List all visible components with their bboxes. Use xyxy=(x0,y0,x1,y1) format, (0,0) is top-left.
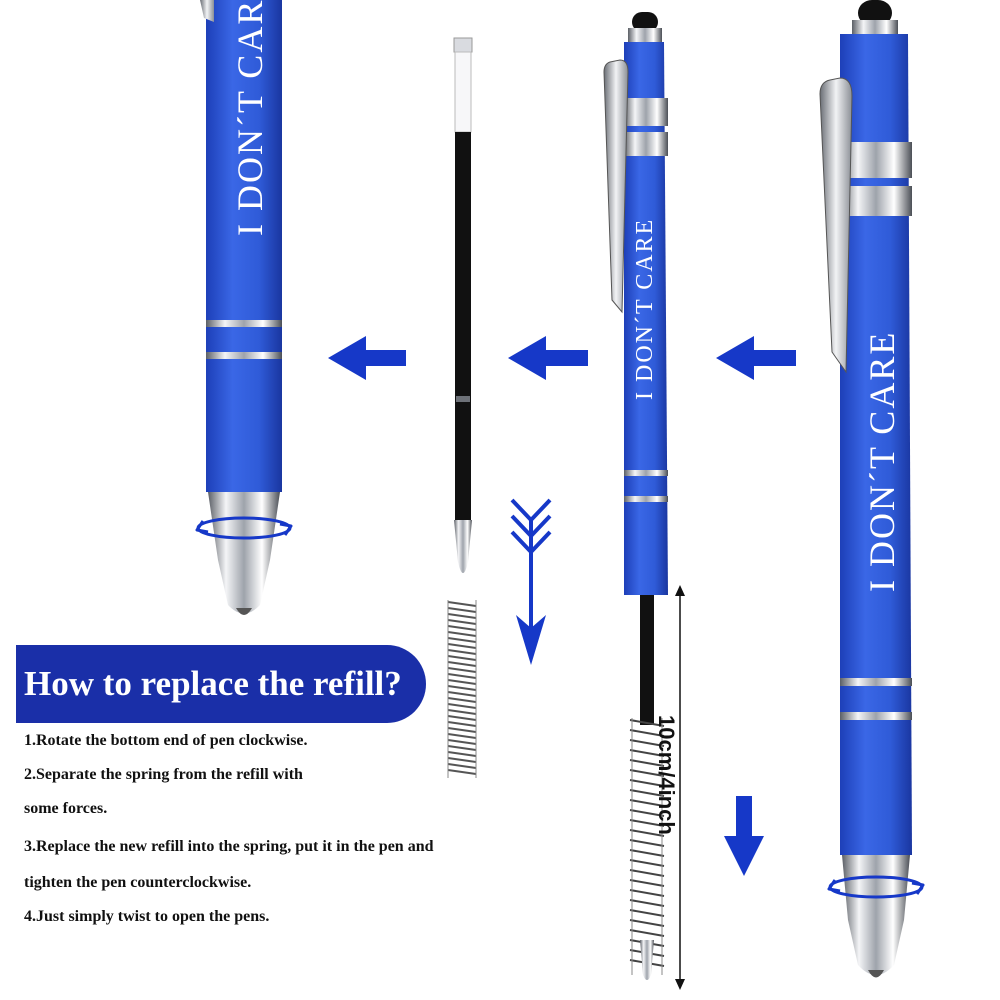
pen-bottom-section xyxy=(195,0,293,615)
stylus-tip xyxy=(632,12,658,32)
pen-ring xyxy=(840,678,912,686)
pen-ring xyxy=(206,352,282,359)
pen-engraving: I DON´T CARE xyxy=(862,331,902,592)
pen-tip xyxy=(842,855,910,975)
spring-icon xyxy=(447,600,477,778)
stylus-tip xyxy=(858,0,892,26)
pen-tip xyxy=(208,492,280,614)
pen-ring xyxy=(840,712,912,720)
instructions-banner: How to replace the refill? xyxy=(16,645,426,723)
arrow-left-icon xyxy=(716,336,796,380)
rotate-icon xyxy=(827,875,925,899)
measurement-line xyxy=(675,585,685,990)
pen-right xyxy=(819,0,925,978)
step-text: 2.Separate the spring from the refill wi… xyxy=(24,766,303,783)
arrow-down-icon xyxy=(724,796,764,876)
rotate-icon xyxy=(195,516,293,540)
pen-clip xyxy=(603,59,629,314)
pen-engraving: I DON´T CARE xyxy=(230,0,270,236)
step-text: 4.Just simply twist to open the pens. xyxy=(24,908,270,925)
refill-icon xyxy=(453,37,473,573)
pen-middle xyxy=(603,12,668,725)
arrow-left-icon xyxy=(508,336,588,380)
step-text: 1.Rotate the bottom end of pen clockwise… xyxy=(24,732,308,749)
step-text: tighten the pen counterclockwise. xyxy=(24,874,252,891)
pen-engraving: I DON´T CARE xyxy=(632,218,658,400)
instructions-title: How to replace the refill? xyxy=(24,664,402,703)
pen-ring xyxy=(624,496,668,502)
arrow-down-icon xyxy=(510,498,552,665)
length-label: 10cm/4inch xyxy=(654,715,679,835)
pen-ring xyxy=(206,320,282,327)
spring-icon xyxy=(629,718,665,975)
pen-clip xyxy=(819,77,853,374)
pen-ring xyxy=(624,470,668,476)
step-text: 3.Replace the new refill into the spring… xyxy=(24,838,434,855)
step-text: some forces. xyxy=(24,800,108,817)
arrow-left-icon xyxy=(328,336,406,380)
